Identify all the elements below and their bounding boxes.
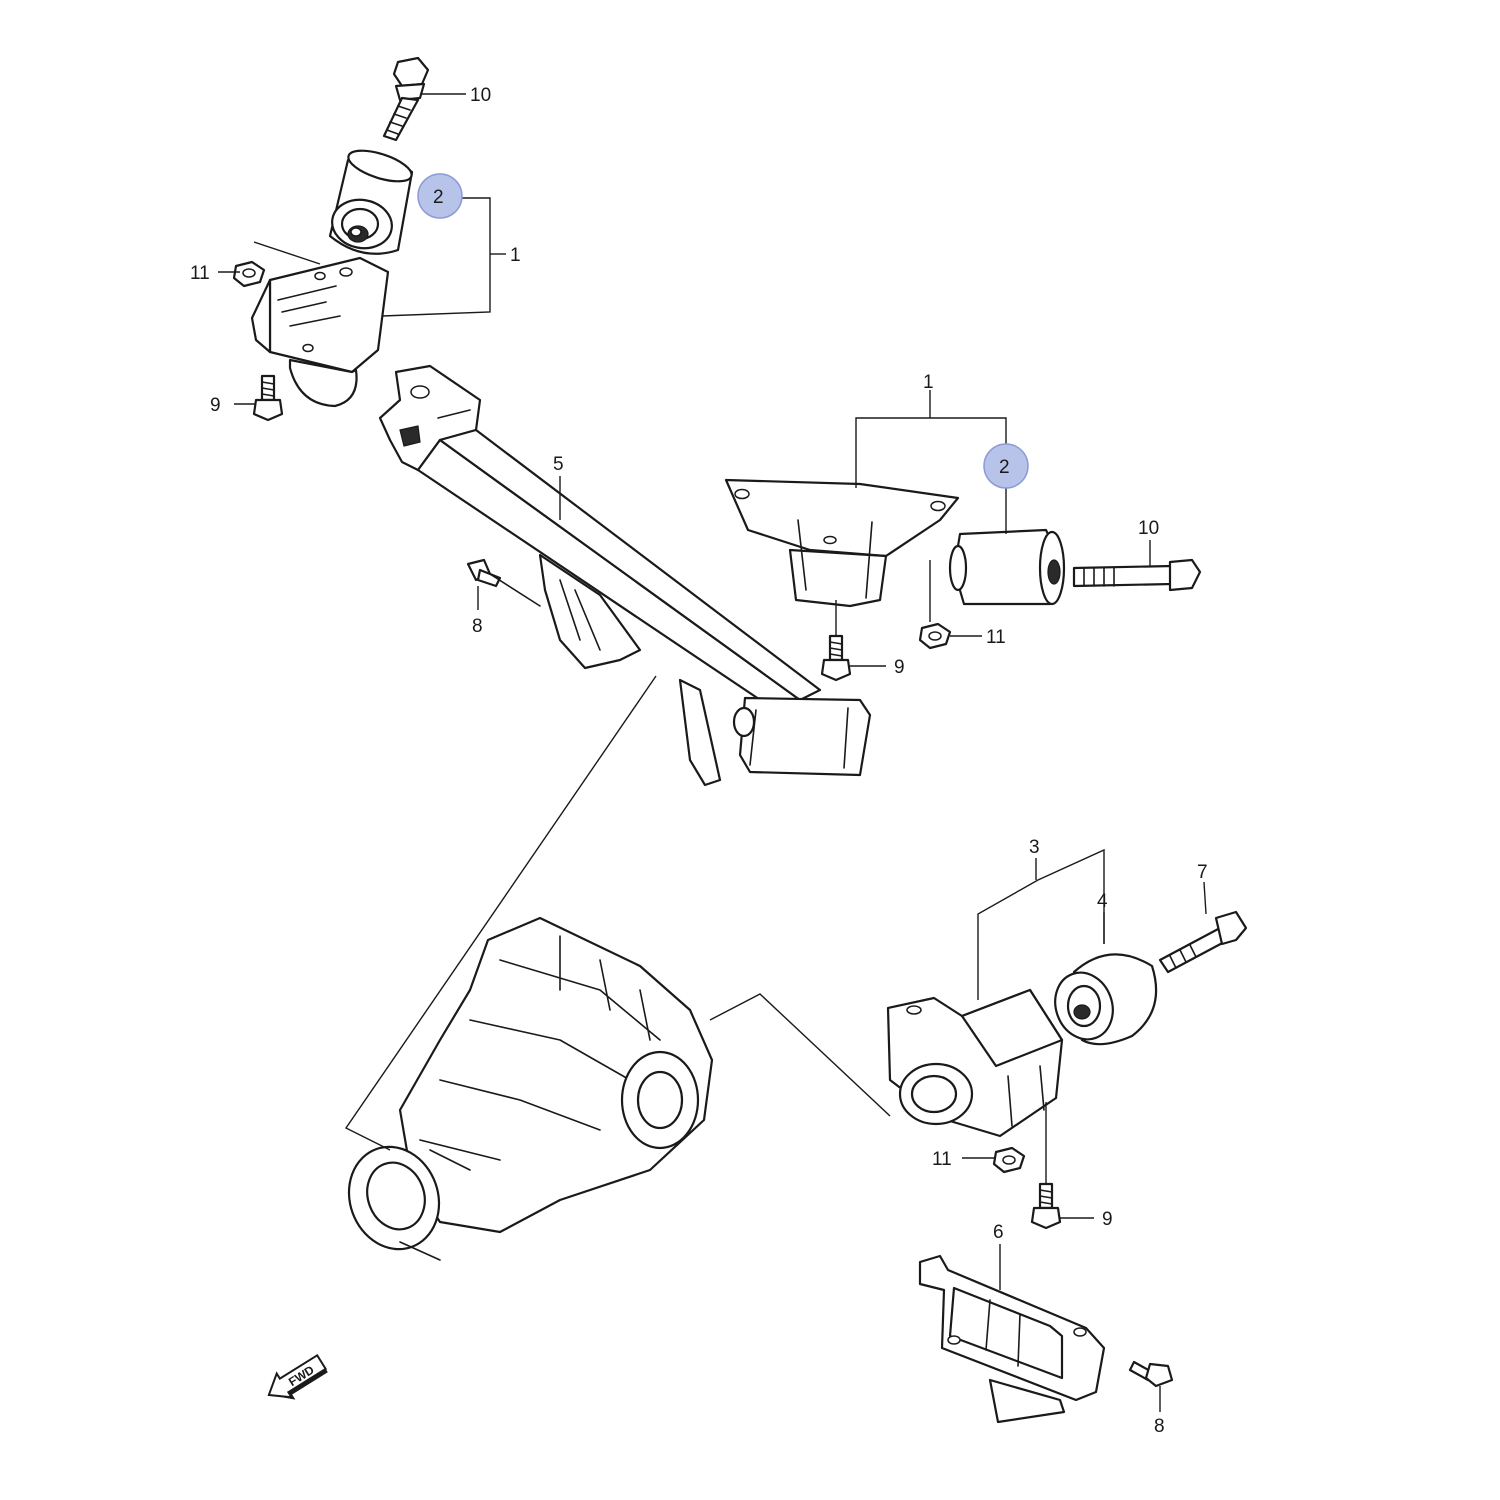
bushing-4: [1054, 953, 1158, 1046]
callout-2-right-highlight[interactable]: [983, 443, 1029, 489]
bolt-9-bottom: [1030, 1182, 1062, 1230]
nut-11-bottom: [992, 1146, 1026, 1174]
callout-7: 7: [1197, 862, 1208, 883]
skid-plate-6: [918, 1254, 1106, 1424]
callout-9-mid: 9: [894, 657, 905, 678]
bushing-2-right: [948, 528, 1066, 606]
callout-5: 5: [553, 454, 564, 475]
nut-11-top: [232, 260, 266, 288]
callout-11-top: 11: [190, 263, 210, 284]
callout-8-bottom: 8: [1154, 1416, 1165, 1437]
callout-4: 4: [1097, 891, 1108, 912]
bolt-9-mid: [820, 634, 852, 682]
callout-2-right[interactable]: 2: [999, 457, 1010, 478]
callout-8-mid: 8: [472, 616, 483, 637]
callout-1-right: 1: [923, 372, 934, 393]
bolt-9-top: [252, 374, 284, 422]
callout-2-top-highlight[interactable]: [417, 173, 463, 219]
callout-9-top: 9: [210, 395, 221, 416]
callout-3: 3: [1029, 837, 1040, 858]
leader-lines: [218, 93, 1207, 1412]
fwd-arrow-icon: FWD: [267, 1353, 328, 1400]
crossmember-5: [378, 364, 872, 787]
callout-10-right: 10: [1138, 518, 1159, 539]
bracket-right: [724, 478, 960, 608]
bolt-10-top: [382, 56, 430, 142]
callout-9-bottom: 9: [1102, 1209, 1113, 1230]
callout-11-bottom: 11: [932, 1149, 952, 1170]
rear-mount-bracket-3: [886, 988, 1064, 1138]
bracket-top-left: [250, 256, 390, 408]
bolt-8-bottom: [1128, 1360, 1174, 1388]
nut-11-mid: [918, 622, 952, 650]
bushing-2-top: [328, 149, 414, 255]
callout-2-top[interactable]: 2: [433, 187, 444, 208]
callout-1-top: 1: [510, 245, 521, 266]
differential-housing: [347, 916, 714, 1261]
bolt-10-right: [1072, 558, 1202, 592]
callout-6: 6: [993, 1222, 1004, 1243]
bolt-7: [1158, 910, 1248, 974]
callout-10-top: 10: [470, 85, 491, 106]
callout-11-mid: 11: [986, 627, 1006, 648]
bolt-8-mid: [466, 558, 541, 607]
